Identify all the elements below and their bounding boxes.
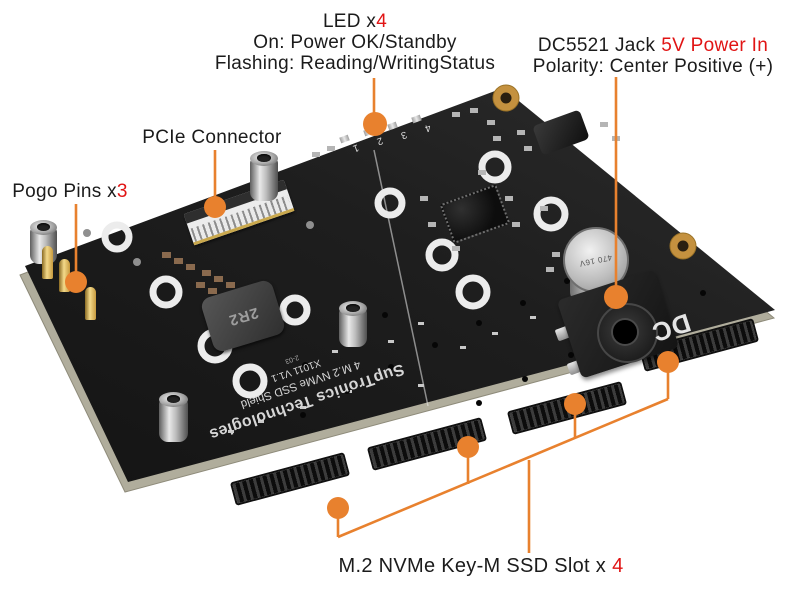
m2-count: 4 xyxy=(612,555,624,577)
led-dot xyxy=(363,112,387,136)
pcb-board xyxy=(25,88,775,482)
m2-callout-rail xyxy=(337,397,669,539)
m2-dot-1 xyxy=(327,497,349,519)
m2-dot-4 xyxy=(657,351,679,373)
pcie-dot xyxy=(204,196,226,218)
gold-mounting-holes xyxy=(492,84,697,260)
led-annotation-title: LED x4 xyxy=(322,11,388,32)
led-annotation-line3: Flashing: Reading/WritingStatus xyxy=(214,53,496,74)
dc-power-text: 5V Power In xyxy=(661,35,769,56)
pogo-pin-2 xyxy=(59,259,70,292)
dc-jack-opening xyxy=(613,320,637,344)
pogo-count: 3 xyxy=(116,181,128,202)
standoff-near-pcie xyxy=(250,151,278,201)
pcie-annotation: PCIe Connector xyxy=(112,127,312,148)
dc-jack-barrel xyxy=(597,303,658,363)
led-annotation-line2: On: Power OK/Standby xyxy=(253,32,457,53)
small-test-pads xyxy=(83,221,314,266)
pogo-annotation-label: Pogo Pins x3 xyxy=(12,181,128,202)
pogo-annotation: Pogo Pins x3 xyxy=(0,181,150,202)
dc-annotation-line2: Polarity: Center Positive (+) xyxy=(532,56,774,77)
pogo-dot xyxy=(65,271,87,293)
pogo-pin-3 xyxy=(85,287,96,320)
mounting-holes xyxy=(101,150,569,399)
m2-dot-2 xyxy=(457,436,479,458)
led-count: 4 xyxy=(376,11,388,32)
pcie-annotation-label: PCIe Connector xyxy=(142,127,282,148)
m2-dot-3 xyxy=(564,393,586,415)
standoff-bottom-left xyxy=(159,392,188,442)
led-annotation: LED x4 On: Power OK/Standby Flashing: Re… xyxy=(205,11,505,74)
dc-dot xyxy=(604,285,628,309)
standoff-center xyxy=(339,301,367,347)
callout-dots xyxy=(65,112,679,519)
pogo-pin-1 xyxy=(42,246,53,279)
